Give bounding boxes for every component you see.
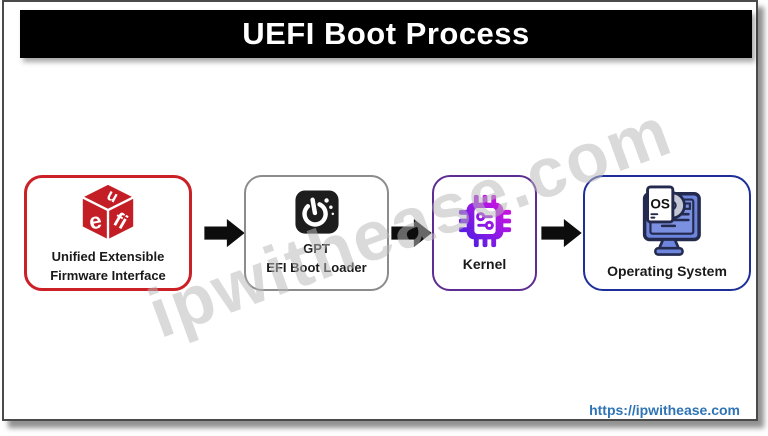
power-icon (294, 190, 339, 234)
node-kernel: Kernel (432, 175, 537, 291)
node-boot-label-line2: EFI Boot Loader (266, 259, 367, 275)
node-boot-label-line1: GPT (303, 241, 330, 257)
node-uefi-label-line2: Firmware Interface (50, 267, 166, 283)
node-kernel-label: Kernel (462, 255, 507, 272)
slide-frame: UEFI Boot Process u e fi Unified Extensi… (2, 0, 758, 421)
node-uefi: u e fi Unified Extensible Firmware Inter… (24, 175, 192, 291)
node-uefi-label: Unified Extensible Firmware Interface (50, 248, 166, 284)
uefi-logo-icon: u e fi (81, 185, 135, 241)
node-uefi-label-line1: Unified Extensible (51, 249, 165, 265)
chip-icon (458, 194, 511, 247)
title-bar: UEFI Boot Process (20, 10, 752, 58)
arrow-right-icon (204, 218, 245, 248)
node-efi-boot-loader: GPT EFI Boot Loader (244, 175, 389, 291)
node-efi-boot-loader-label: GPT EFI Boot Loader (266, 240, 366, 276)
node-operating-system-label: Operating System (607, 262, 727, 279)
node-operating-system: OS Operating System (583, 175, 751, 291)
footer-link[interactable]: https://ipwithease.com (589, 402, 740, 418)
arrow-right-icon (541, 218, 582, 248)
monitor-os-icon: OS (642, 185, 701, 256)
page-title: UEFI Boot Process (242, 16, 530, 51)
arrow-right-icon (391, 218, 432, 248)
os-document-text: OS (650, 196, 670, 211)
uefi-letter-left: e (87, 208, 104, 235)
